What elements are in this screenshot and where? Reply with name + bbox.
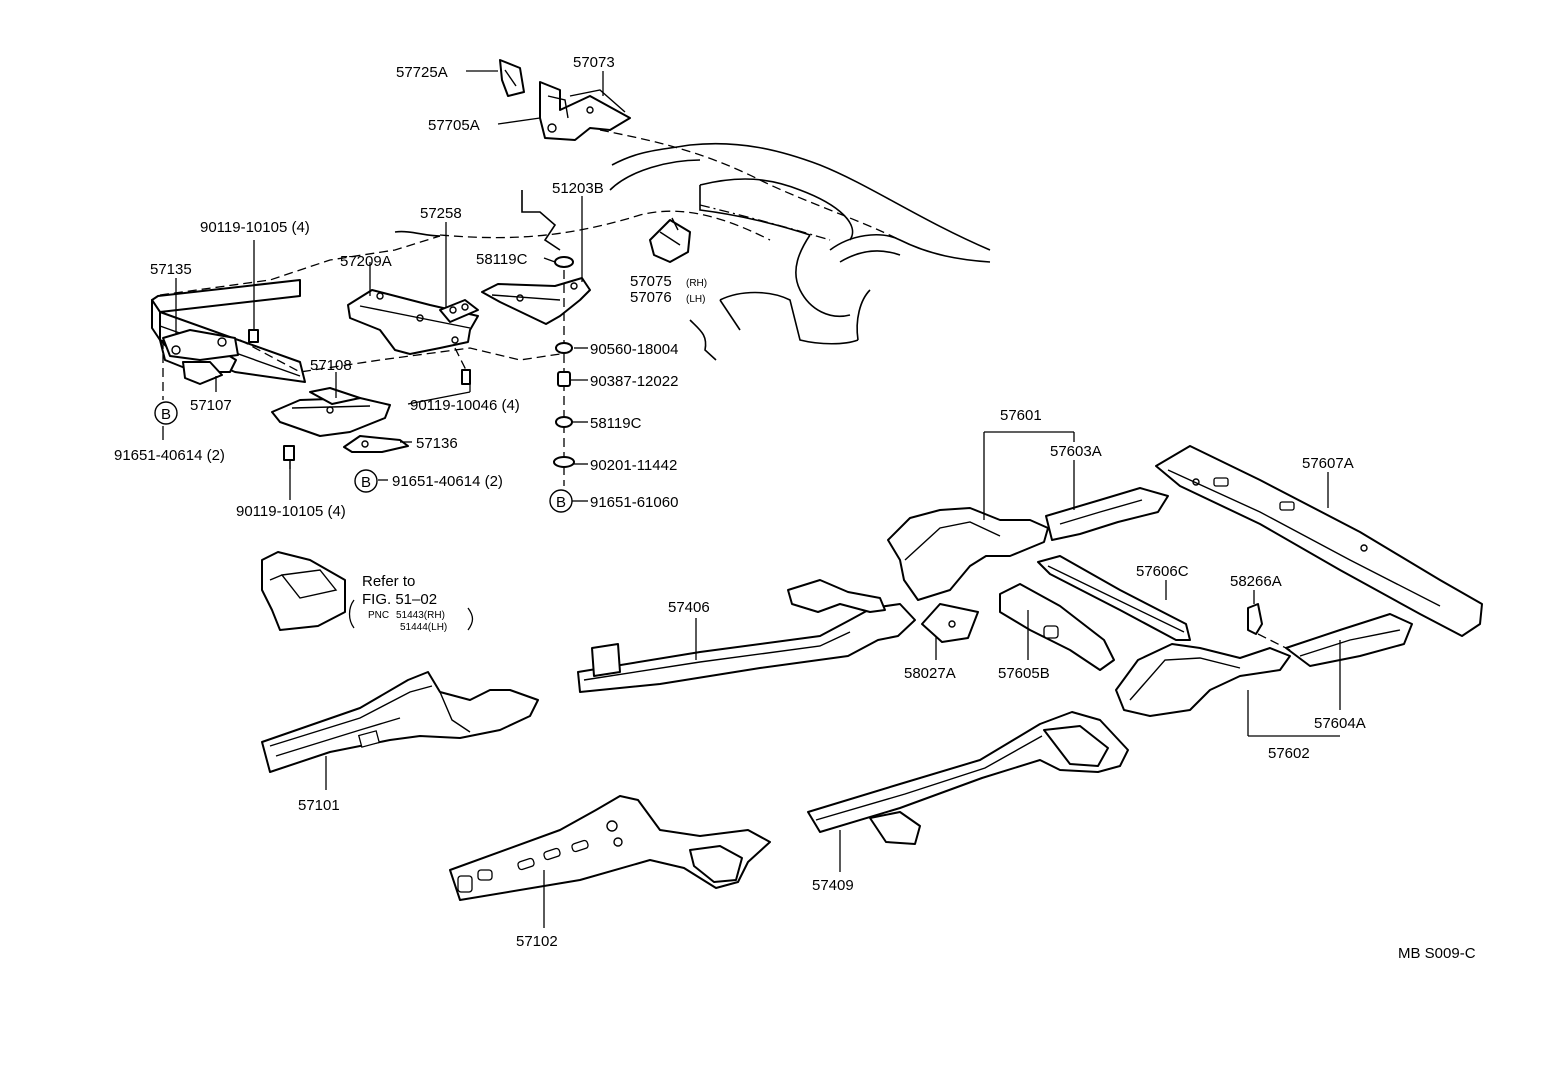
- member-57102: [449, 795, 771, 901]
- callout-58119C-top: 58119C: [476, 251, 528, 268]
- bolt-90119-bottom: [283, 445, 295, 461]
- body-floor-outline: [394, 129, 991, 361]
- callout-58027A: 58027A: [904, 665, 956, 682]
- callout-90119-10105-bottom: 90119-10105 (4): [236, 503, 346, 520]
- crossmember-57135: [151, 279, 306, 385]
- member-57602-57604A: [1115, 613, 1413, 717]
- callout-labels: 57725A 57073 57705A 51203B 57258 90119-1…: [114, 54, 1366, 950]
- callout-57073: 57073: [573, 54, 615, 71]
- refer-note-line2: FIG. 51–02: [362, 591, 437, 608]
- callout-57108: 57108: [310, 357, 352, 374]
- circle-b-mark-right: [549, 489, 573, 513]
- callout-57209A: 57209A: [340, 253, 392, 270]
- callout-91651-40614-left: 91651-40614 (2): [114, 447, 225, 464]
- refer-note: Refer to FIG. 51–02 PNC 51443(RH) 51444(…: [362, 573, 447, 633]
- washer-90201: [553, 456, 575, 468]
- callout-57076: 57076: [630, 289, 672, 306]
- circle-b-mark-left: [154, 401, 178, 425]
- callout-90560-18004: 90560-18004: [590, 341, 678, 358]
- callout-57075: 57075: [630, 273, 672, 290]
- callout-58266A: 58266A: [1230, 573, 1282, 590]
- clip-58266A: [1247, 603, 1291, 651]
- callout-58119C-mid: 58119C: [590, 415, 642, 432]
- callout-57601: 57601: [1000, 407, 1042, 424]
- callout-57725A: 57725A: [396, 64, 448, 81]
- bracket-57073-group: [499, 59, 631, 141]
- circled-b-marks: B B B: [154, 401, 573, 513]
- member-57605B-57606C: [999, 555, 1191, 671]
- callout-57604A: 57604A: [1314, 715, 1366, 732]
- bolt-90119-10046: [461, 369, 471, 385]
- callout-57602: 57602: [1268, 745, 1310, 762]
- member-57406: [577, 579, 916, 693]
- pad-57258: [439, 299, 479, 323]
- callout-57409: 57409: [812, 877, 854, 894]
- callout-57705A: 57705A: [428, 117, 480, 134]
- callout-57076-side: (LH): [686, 294, 705, 305]
- callout-91651-40614-mid: 91651-40614 (2): [392, 473, 503, 490]
- bolt-90119-top: [248, 329, 259, 343]
- callout-90387-12022: 90387-12022: [590, 373, 678, 390]
- washer-58119C-top: [554, 256, 574, 268]
- callout-57406: 57406: [668, 599, 710, 616]
- callout-91651-61060: 91651-61060: [590, 494, 678, 511]
- callout-57603A: 57603A: [1050, 443, 1102, 460]
- callout-57136: 57136: [416, 435, 458, 452]
- callout-57101: 57101: [298, 797, 340, 814]
- circle-b-label-mid: B: [361, 474, 371, 491]
- member-57601-57603A: [887, 487, 1169, 601]
- washer-58119C-mid: [555, 416, 573, 428]
- callout-57606C: 57606C: [1136, 563, 1189, 580]
- bracket-57136: [343, 435, 409, 453]
- refer-note-line1: Refer to: [362, 573, 415, 590]
- plate-58027A: [921, 603, 979, 643]
- callout-57607A: 57607A: [1302, 455, 1354, 472]
- refer-note-pnc-lh: 51444(LH): [400, 622, 447, 633]
- callout-51203B: 51203B: [552, 180, 604, 197]
- callout-57605B: 57605B: [998, 665, 1050, 682]
- callout-90201-11442: 90201-11442: [590, 457, 677, 474]
- spacer-90387: [557, 371, 571, 387]
- refer-note-pnc-rh: 51443(RH): [396, 610, 445, 621]
- circle-b-label-right: B: [556, 494, 566, 511]
- washer-90560: [555, 342, 573, 354]
- callout-57075-side: (RH): [686, 278, 707, 289]
- fasteners: [248, 256, 575, 468]
- callout-57258: 57258: [420, 205, 462, 222]
- refer-part-51443: [261, 551, 346, 631]
- callout-leaders: [162, 70, 1341, 928]
- plate-57108: [271, 387, 391, 437]
- bracket-51203B: [481, 277, 591, 325]
- bracket-57075-57076: [649, 217, 691, 263]
- member-57101: [261, 671, 539, 773]
- callout-90119-10105-top: 90119-10105 (4): [200, 219, 310, 236]
- callout-90119-10046: 90119-10046 (4): [410, 397, 520, 414]
- circle-b-label-left: B: [161, 406, 171, 423]
- callout-57102: 57102: [516, 933, 558, 950]
- member-57607A: [1155, 445, 1483, 637]
- figure-code: MB S009-C: [1398, 945, 1476, 962]
- callout-57107: 57107: [190, 397, 232, 414]
- member-57409: [807, 711, 1129, 845]
- callout-57135: 57135: [150, 261, 192, 278]
- circle-b-mark-mid: [354, 469, 378, 493]
- support-57209A: [347, 289, 479, 355]
- refer-note-pnc-prefix: PNC: [368, 610, 389, 621]
